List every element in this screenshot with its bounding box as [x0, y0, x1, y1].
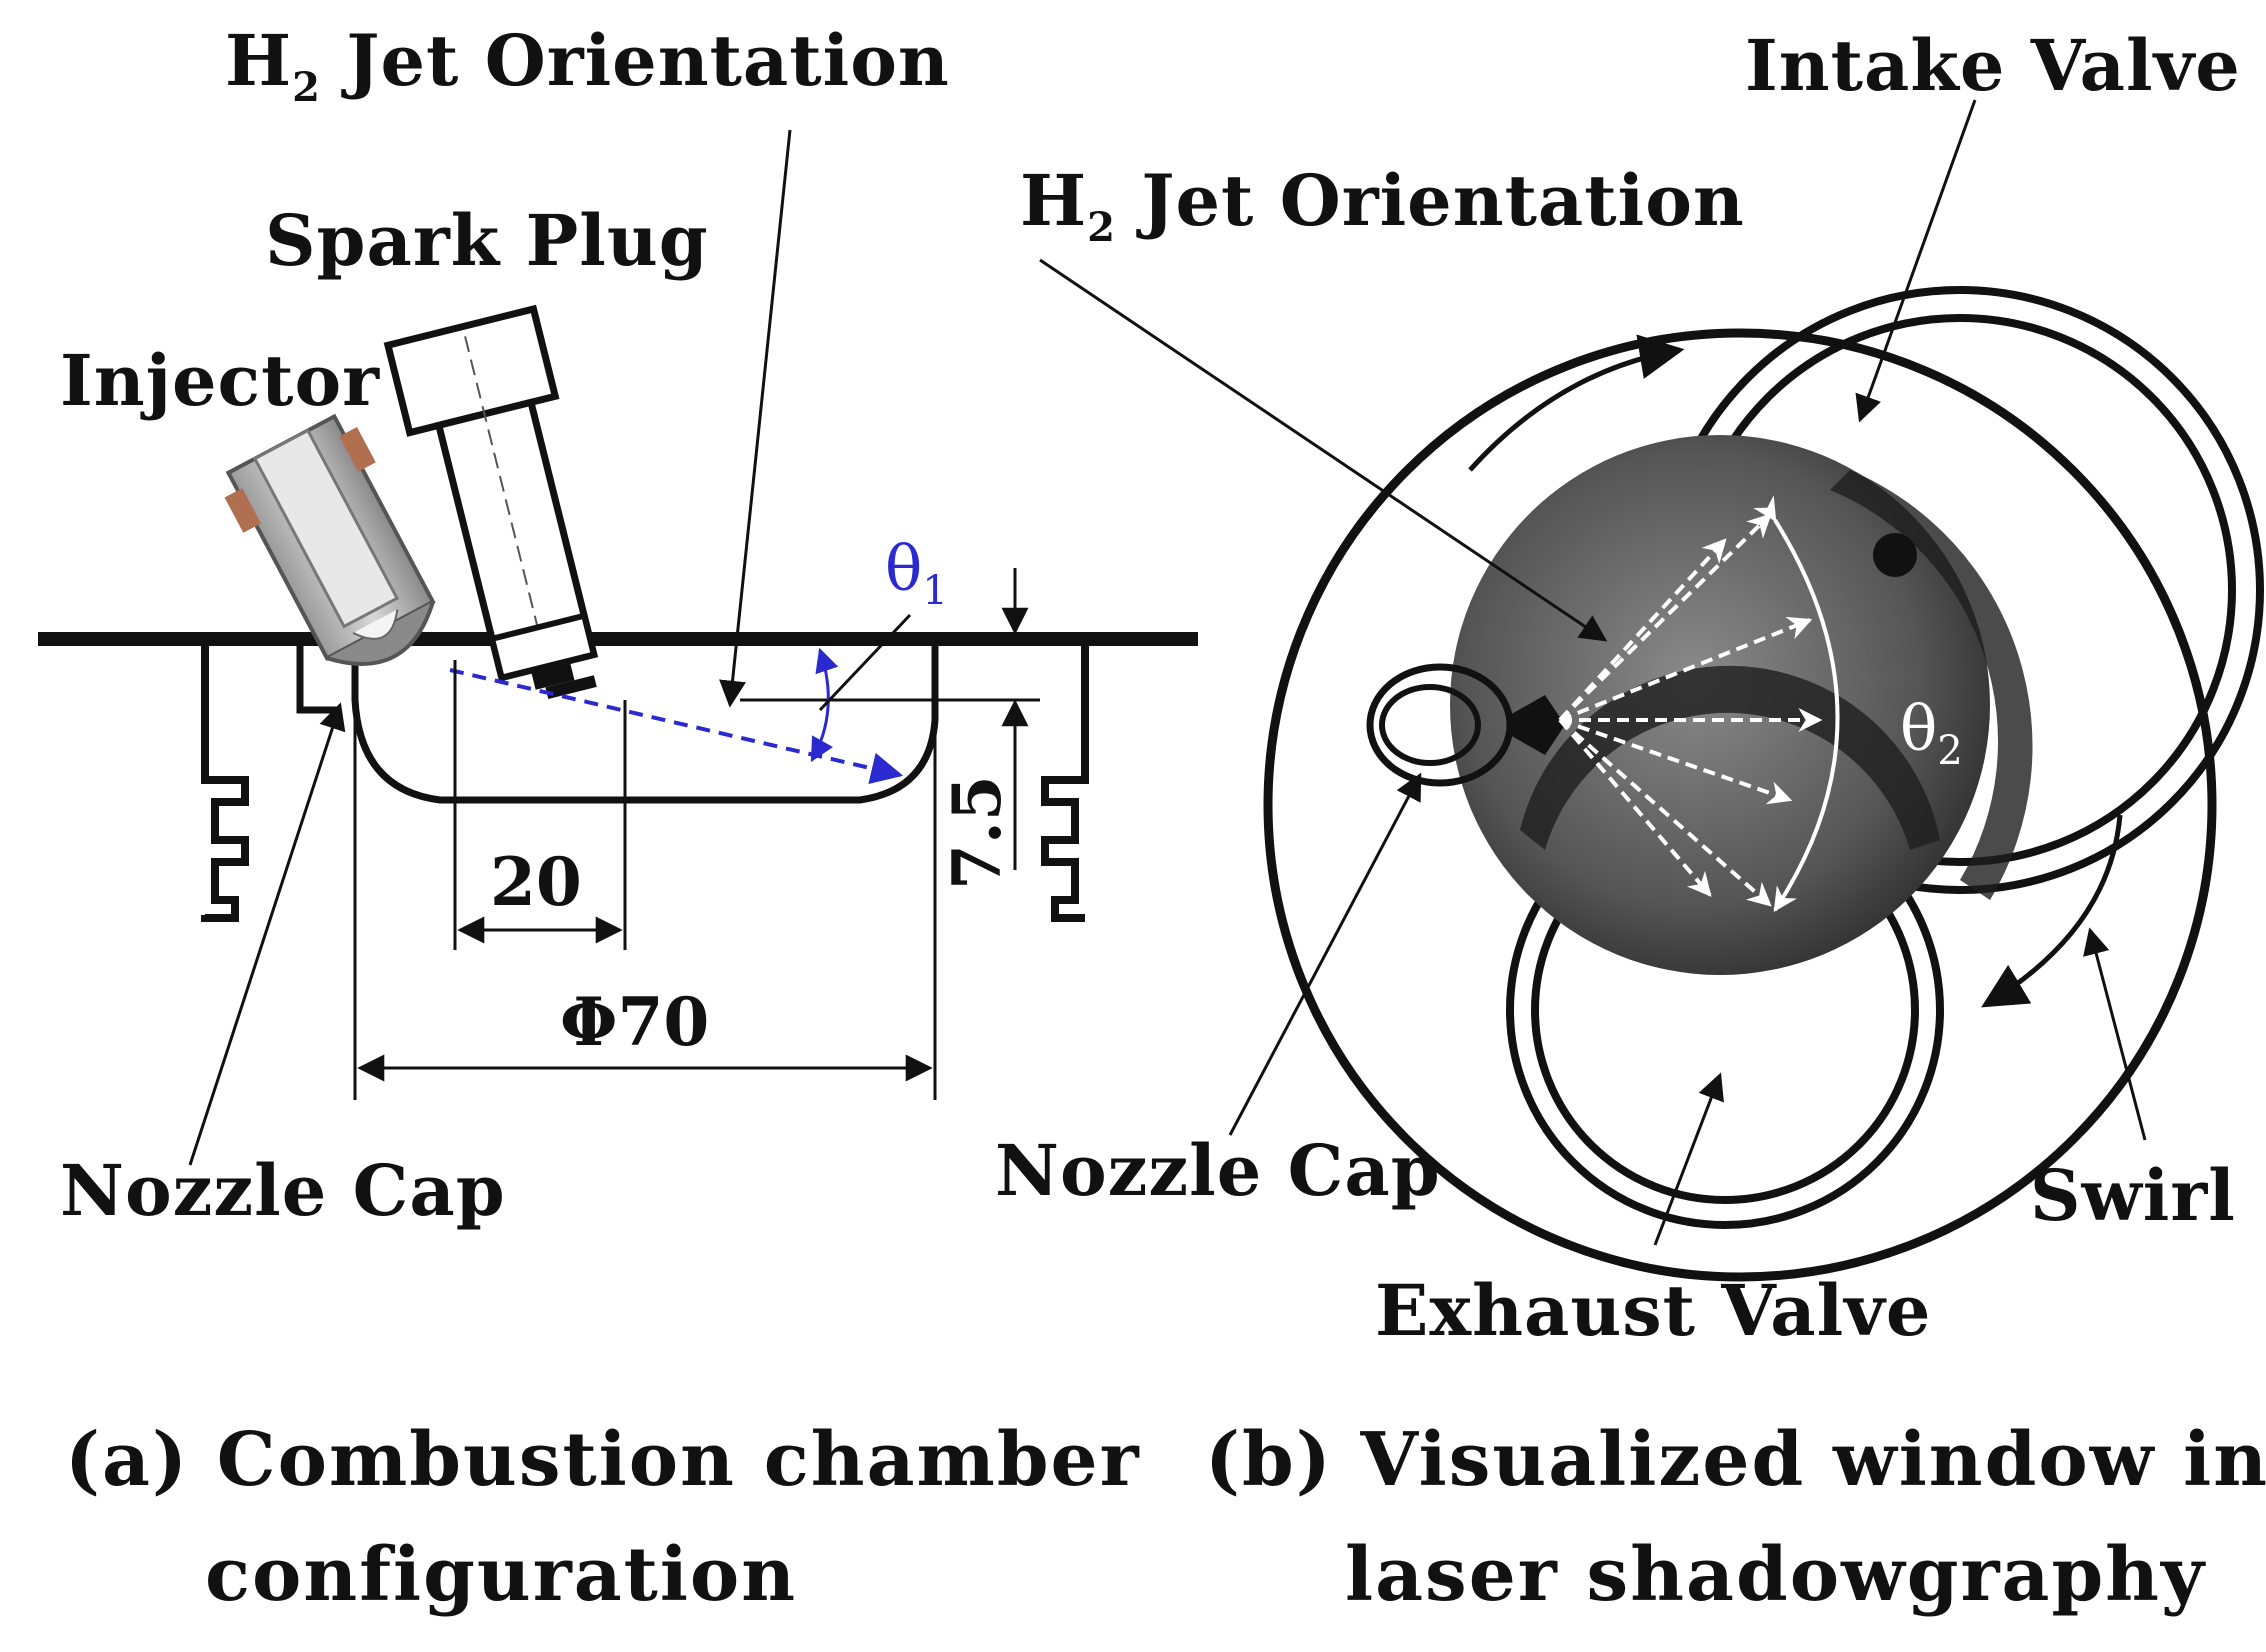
nozzle-cap-loop-inner — [1379, 684, 1481, 766]
swirl-arrow-top — [1468, 334, 1685, 472]
nozzle-cap-body — [1510, 695, 1565, 755]
theta1-arc — [810, 647, 839, 763]
panel-b: Intake Valve H2 Jet Orientation Nozzle C… — [995, 24, 2266, 1618]
intake-valve-shadow — [1830, 470, 2033, 900]
caption-b-line2: laser shadowgraphy — [1345, 1532, 2206, 1618]
left-cylinder-wall — [201, 646, 249, 922]
panel-a: H2 Jet Orientation Spark Plug Injector N… — [38, 19, 1198, 1618]
intake-valve-label: Intake Valve — [1745, 24, 2241, 107]
caption-a-line1: (a) Combustion chamber — [65, 1417, 1141, 1503]
theta1-label: θ1 — [885, 532, 948, 614]
exhaust-valve-shadow — [1520, 665, 1940, 850]
cylinder-head-deck — [38, 632, 1198, 646]
spark-plug — [383, 304, 599, 699]
spark-plug-label: Spark Plug — [265, 199, 709, 282]
injector-label: Injector — [60, 339, 380, 422]
dim-75-label: 7.5 — [938, 775, 1016, 890]
window-dark-spot — [1873, 533, 1917, 577]
swirl-label: Swirl — [2030, 1154, 2236, 1237]
jet-ray-5 — [1559, 718, 1793, 805]
caption-b-line1: (b) Visualized window in — [1205, 1417, 2266, 1503]
jet-ray-6 — [1558, 718, 1712, 897]
injector — [224, 413, 436, 666]
jet-ray-7 — [1558, 718, 1772, 907]
dim-20-label: 20 — [490, 843, 582, 921]
jet-orientation-label-b: H2 Jet Orientation — [1020, 159, 1745, 251]
intake-valve-leader — [1855, 99, 1977, 423]
jet-orientation-label-a: H2 Jet Orientation — [225, 19, 950, 111]
jet-orientation-leader-b — [1039, 258, 1608, 642]
exhaust-valve-leader — [1653, 1072, 1724, 1246]
h2-jet-arrow — [449, 668, 904, 785]
cylinder-bore — [1263, 328, 2217, 1282]
jet-ray-3 — [1559, 616, 1813, 722]
right-cylinder-wall — [1041, 646, 1089, 922]
nozzle-cap-label-b: Nozzle Cap — [995, 1129, 1441, 1212]
jet-orientation-leader — [719, 129, 792, 708]
jet-ray-1 — [1558, 513, 1772, 722]
piston-bowl — [351, 646, 939, 804]
caption-a-line2: configuration — [205, 1532, 797, 1618]
dim-phi-label: Φ70 — [560, 983, 709, 1061]
swirl-arrow-bottom — [1981, 814, 2123, 1008]
nozzle-cap-label-a: Nozzle Cap — [60, 1149, 506, 1232]
theta1-leader — [818, 613, 912, 712]
exhaust-valve-label: Exhaust Valve — [1375, 1269, 1931, 1352]
theta2-arc — [1753, 495, 1840, 913]
theta2-label: θ2 — [1900, 692, 1963, 774]
nozzle-cap-leader-b — [1228, 772, 1422, 1136]
jet-ray-2 — [1558, 538, 1727, 722]
swirl-leader — [2083, 927, 2147, 1141]
nozzle-cap-leader — [188, 702, 346, 1166]
